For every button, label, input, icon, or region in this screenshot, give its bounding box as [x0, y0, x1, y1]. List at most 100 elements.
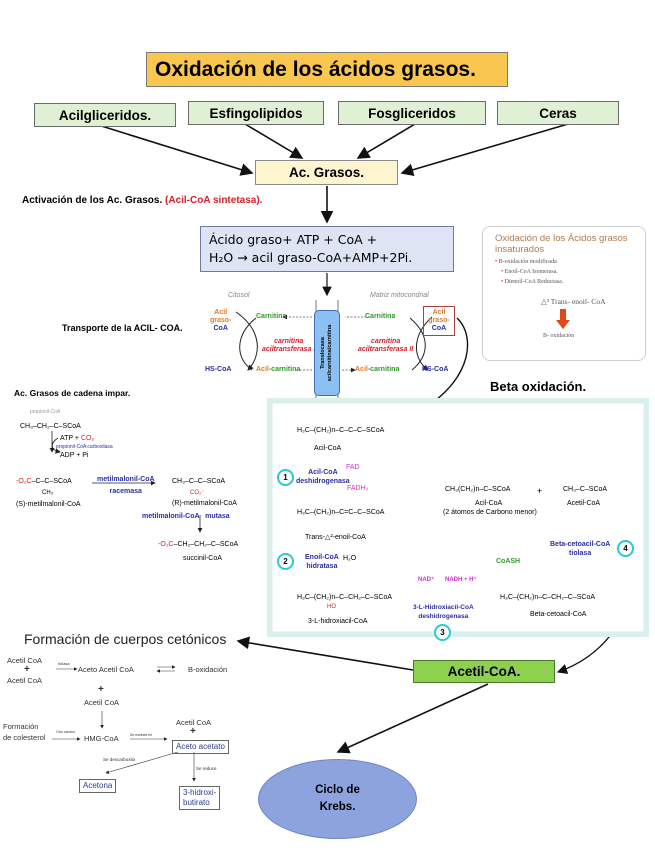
ketone-formacion: Formación [3, 722, 39, 731]
ketone-acetil-3: Acetil CoA [84, 698, 120, 707]
nadh-label: NADH + H⁺ [445, 577, 477, 583]
cytosol-label: Citosol [228, 292, 250, 299]
red-down-arrow-icon [556, 309, 570, 329]
ketone-bodies-title: Formación de cuerpos cetónicos [24, 631, 227, 647]
carboxylase-enzyme: propionil-CoA carboxilasa [56, 444, 113, 450]
hydroxy-ho: HO [327, 604, 336, 610]
ketone-plus-1: + [24, 664, 30, 675]
ketoacyl-structure: H₃C–(CH₂)n–C–CH₂–C–SCoA [500, 594, 596, 601]
ketone-se-descarboxila: Se descarboxila [103, 757, 136, 762]
unsaturated-fatty-acids-slide: Oxidación de los Ácidos grasos insaturad… [482, 226, 646, 361]
krebs-line1: Ciclo de [315, 784, 360, 796]
acil-graso-coa-matrix: Acil graso- CoA [423, 306, 455, 336]
s-methylmalonyl-name: (S)-metilmalonil-CoA [16, 501, 81, 508]
ketone-otro-camino: Otro camino [56, 730, 76, 734]
arrow-curve-cat2-a [409, 317, 426, 371]
hydroxyacyl-structure: H₃C–(CH₂)n–C–CH₂–C–SCoA [297, 594, 393, 601]
page-title: Oxidación de los ácidos grasos. [146, 52, 508, 87]
arrow-descarboxila [105, 751, 179, 774]
arrow-esfingolipidos [244, 123, 304, 159]
succinyl-name: succinil-CoA [183, 555, 222, 562]
hs-coa-cytosol: HS-CoA [205, 366, 232, 373]
equation-line1: Ácido graso+ ATP + CoA + [209, 232, 378, 247]
product-acetil-coa-name: Acetil-CoA [567, 500, 601, 507]
h2o-label: H₂O [343, 555, 357, 562]
source-fosgliceridos: Fosgliceridos [338, 101, 486, 125]
transport-label: Transporte de la ACIL- COA. [62, 323, 183, 333]
acil-coa-structure: H₃C–(CH₂)n–C–C–C–SCoA [297, 427, 385, 434]
ketone-se-escinde: Se escinde en [130, 733, 153, 737]
propionyl-coa-structure: CH₃–CH₂–C–SCoA [20, 423, 81, 430]
carnitina-matrix: Carnitina [365, 313, 396, 320]
activation-label: Activación de los Ac. Grasos. (Acil-CoA … [22, 195, 262, 206]
activation-text: Activación de los Ac. Grasos. [22, 195, 163, 206]
carnitina-cytosol: Carnitina [256, 313, 287, 320]
arrow-ceras [400, 123, 569, 176]
arrow-atp-adp [51, 437, 61, 454]
source-esfingolipidos: Esfingolipidos [188, 101, 324, 125]
ketone-plus-2: + [98, 684, 104, 695]
ketone-b-oxidacion: B-oxidación [188, 665, 228, 674]
slide-bullet-1: • B-oxidación modificada [495, 259, 557, 265]
step-4-badge: 4 [617, 540, 634, 557]
ketone-aceto-acetato: Aceto acetato [172, 740, 229, 754]
plus-sign: + [537, 486, 543, 496]
slide-result: B- oxidación [543, 333, 575, 339]
ketone-plus-3: + [190, 726, 196, 737]
krebs-cycle: Ciclo de Krebs. [258, 759, 417, 839]
source-ceras: Ceras [497, 101, 619, 125]
hs-coa-matrix: HS-CoA [422, 366, 449, 373]
product-acil-coa-note: (2 átomos de Carbono menor) [443, 509, 537, 516]
ketone-acetil-2: Acetil CoA [7, 676, 43, 685]
acil-carnitina-cytosol: Acil-carnitina [256, 366, 301, 373]
slide-bullet-2: • Enoil-CoA Isomerasa. [501, 269, 558, 275]
activation-enzyme: (Acil-CoA sintetasa). [165, 195, 263, 206]
arrow-curve-cat1-b [239, 317, 257, 371]
arrow-curve-cat1-a [235, 311, 258, 371]
s-ch3: CH₃ [42, 490, 54, 496]
fad-label: FAD [346, 464, 360, 471]
s-methylmalonyl-structure: -O₂C–C–C–SCoA [16, 478, 72, 485]
arrow-acilgliceridos [94, 123, 254, 176]
arrow-to-ketone-bodies [236, 636, 414, 671]
arrow-fosgliceridos [356, 123, 416, 159]
krebs-line2: Krebs. [319, 801, 356, 813]
beta-oxidation-title: Beta oxidación. [490, 379, 587, 394]
source-acilgliceridos: Acilgliceridos. [34, 103, 176, 127]
slide-delta-text: △³ Trans- enoil- CoA [541, 297, 606, 306]
beta-oxidation-panel [267, 398, 649, 637]
r-methylmalonyl-name: (R)-metilmalonil-CoA [172, 500, 237, 507]
step-2-badge: 2 [277, 553, 294, 570]
ketoacyl-name: Beta-cetoacil-CoA [530, 611, 587, 618]
trans-enoil-name: Trans-△²-enoil-CoA [305, 534, 366, 541]
coash-label: CoASH [496, 558, 521, 565]
product-acil-coa-name: Acil-CoA [475, 500, 503, 507]
nad-label: NAD⁺ [418, 577, 435, 583]
step-1-badge: 1 [277, 469, 294, 486]
ketone-se-reduce: Se reduce [196, 766, 217, 771]
equation-line2: H₂O → acil graso-CoA+AMP+2Pi. [209, 250, 413, 265]
ketone-hmg-coa: HMG-CoA [84, 734, 119, 743]
ketone-hidroxibutirato: 3-hidroxi-butirato [179, 786, 221, 810]
succinyl-structure: -O₂C–CH₂–CH₂–C–SCoA [158, 541, 239, 548]
mutase-enzyme: metilmalonil-CoA mutasa [142, 513, 230, 520]
ketone-tiolasa: tiolasa [58, 661, 70, 666]
arrow-to-krebs [336, 683, 489, 754]
acil-coa-name: Acil-CoA [314, 445, 342, 452]
ketone-aceto-acetil: Aceto Acetil CoA [78, 665, 134, 674]
fadh2-label: FADH₂ [347, 485, 369, 492]
ketone-acetona: Acetona [79, 779, 117, 793]
arrow-curve-cat2-b [416, 316, 433, 371]
ketone-de-colesterol: de colesterol [3, 733, 46, 742]
trans-enoil-structure: H₃C–(CH₂)n–C=C–C–SCoA [297, 509, 385, 516]
atp-co2: ATP + CO₂ [60, 435, 95, 442]
step-3-badge: 3 [434, 624, 451, 641]
ketone-acetil-1: Acetil CoA [7, 656, 43, 665]
